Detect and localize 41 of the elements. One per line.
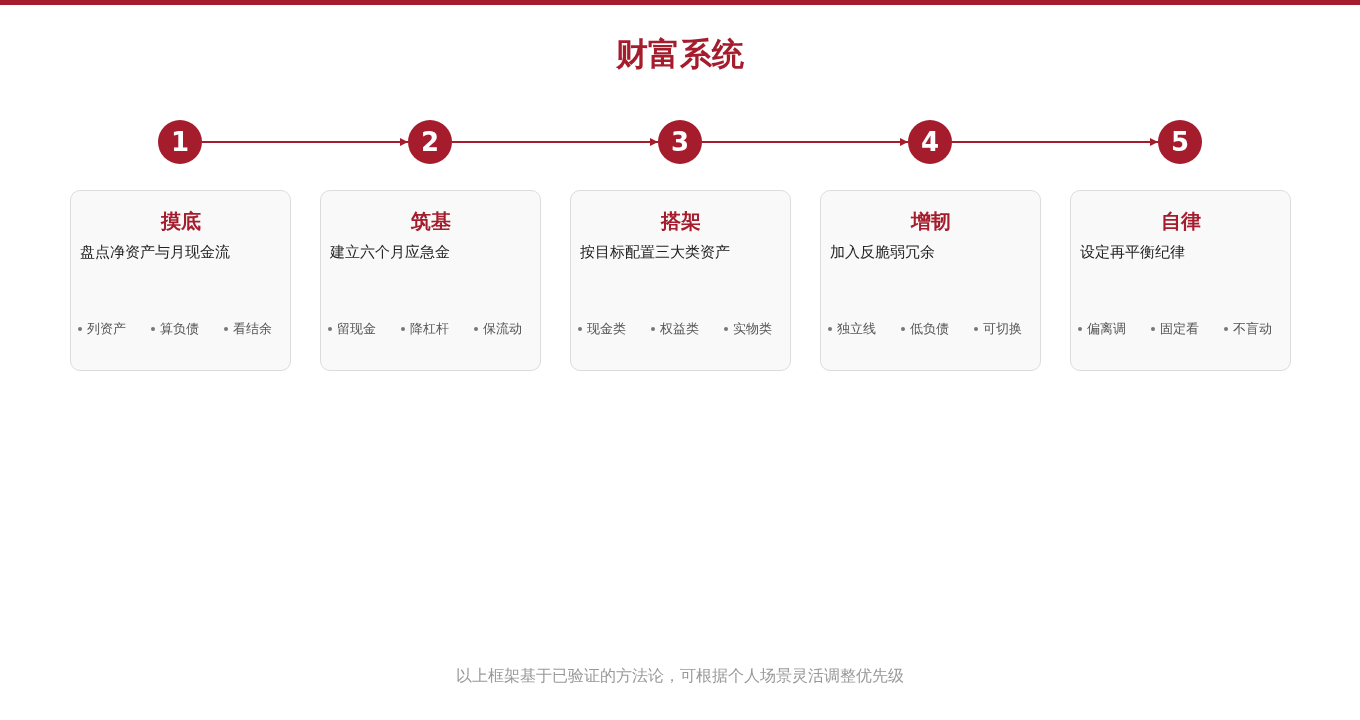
step-description: 加入反脆弱冗余 [830, 242, 935, 262]
bullet-text: 低负债 [910, 320, 949, 338]
step-description: 按目标配置三大类资产 [580, 242, 730, 262]
page-title: 财富系统 [616, 34, 744, 74]
step-number-circle: 3 [658, 120, 702, 164]
step-title: 筑基 [410, 208, 451, 235]
bullet-text: 偏离调 [1087, 320, 1126, 338]
step-card [570, 190, 791, 371]
bullet-text: 降杠杆 [410, 320, 449, 338]
step-card [1070, 190, 1291, 371]
bullet-text: 保流动 [483, 320, 522, 338]
bullet-text: 可切换 [983, 320, 1022, 338]
step-description: 建立六个月应急金 [330, 242, 450, 262]
step-number-circle: 2 [408, 120, 452, 164]
step-card [70, 190, 291, 371]
step-card [320, 190, 541, 371]
bullet-text: 独立线 [837, 320, 876, 338]
bullet-text: 算负债 [160, 320, 199, 338]
step-number-circle: 5 [1158, 120, 1202, 164]
bullet-text: 不盲动 [1233, 320, 1272, 338]
bullet-text: 列资产 [87, 320, 126, 338]
step-card [820, 190, 1041, 371]
arrow [951, 138, 1159, 146]
step-title: 自律 [1160, 208, 1201, 235]
step-title: 摸底 [160, 208, 201, 235]
bullet-text: 实物类 [733, 320, 772, 338]
step-title: 增韧 [910, 208, 951, 235]
footnote: 以上框架基于已验证的方法论，可根据个人场景灵活调整优先级 [456, 665, 904, 687]
step-number-circle: 4 [908, 120, 952, 164]
step-title: 搭架 [660, 208, 701, 235]
arrow [201, 138, 409, 146]
step-description: 盘点净资产与月现金流 [80, 242, 230, 262]
arrow [701, 138, 909, 146]
step-description: 设定再平衡纪律 [1080, 242, 1185, 262]
bullet-text: 权益类 [660, 320, 699, 338]
bullet-text: 留现金 [337, 320, 376, 338]
bullet-text: 固定看 [1160, 320, 1199, 338]
step-number-circle: 1 [158, 120, 202, 164]
bullet-text: 看结余 [233, 320, 272, 338]
bullet-text: 现金类 [587, 320, 626, 338]
arrow [451, 138, 659, 146]
